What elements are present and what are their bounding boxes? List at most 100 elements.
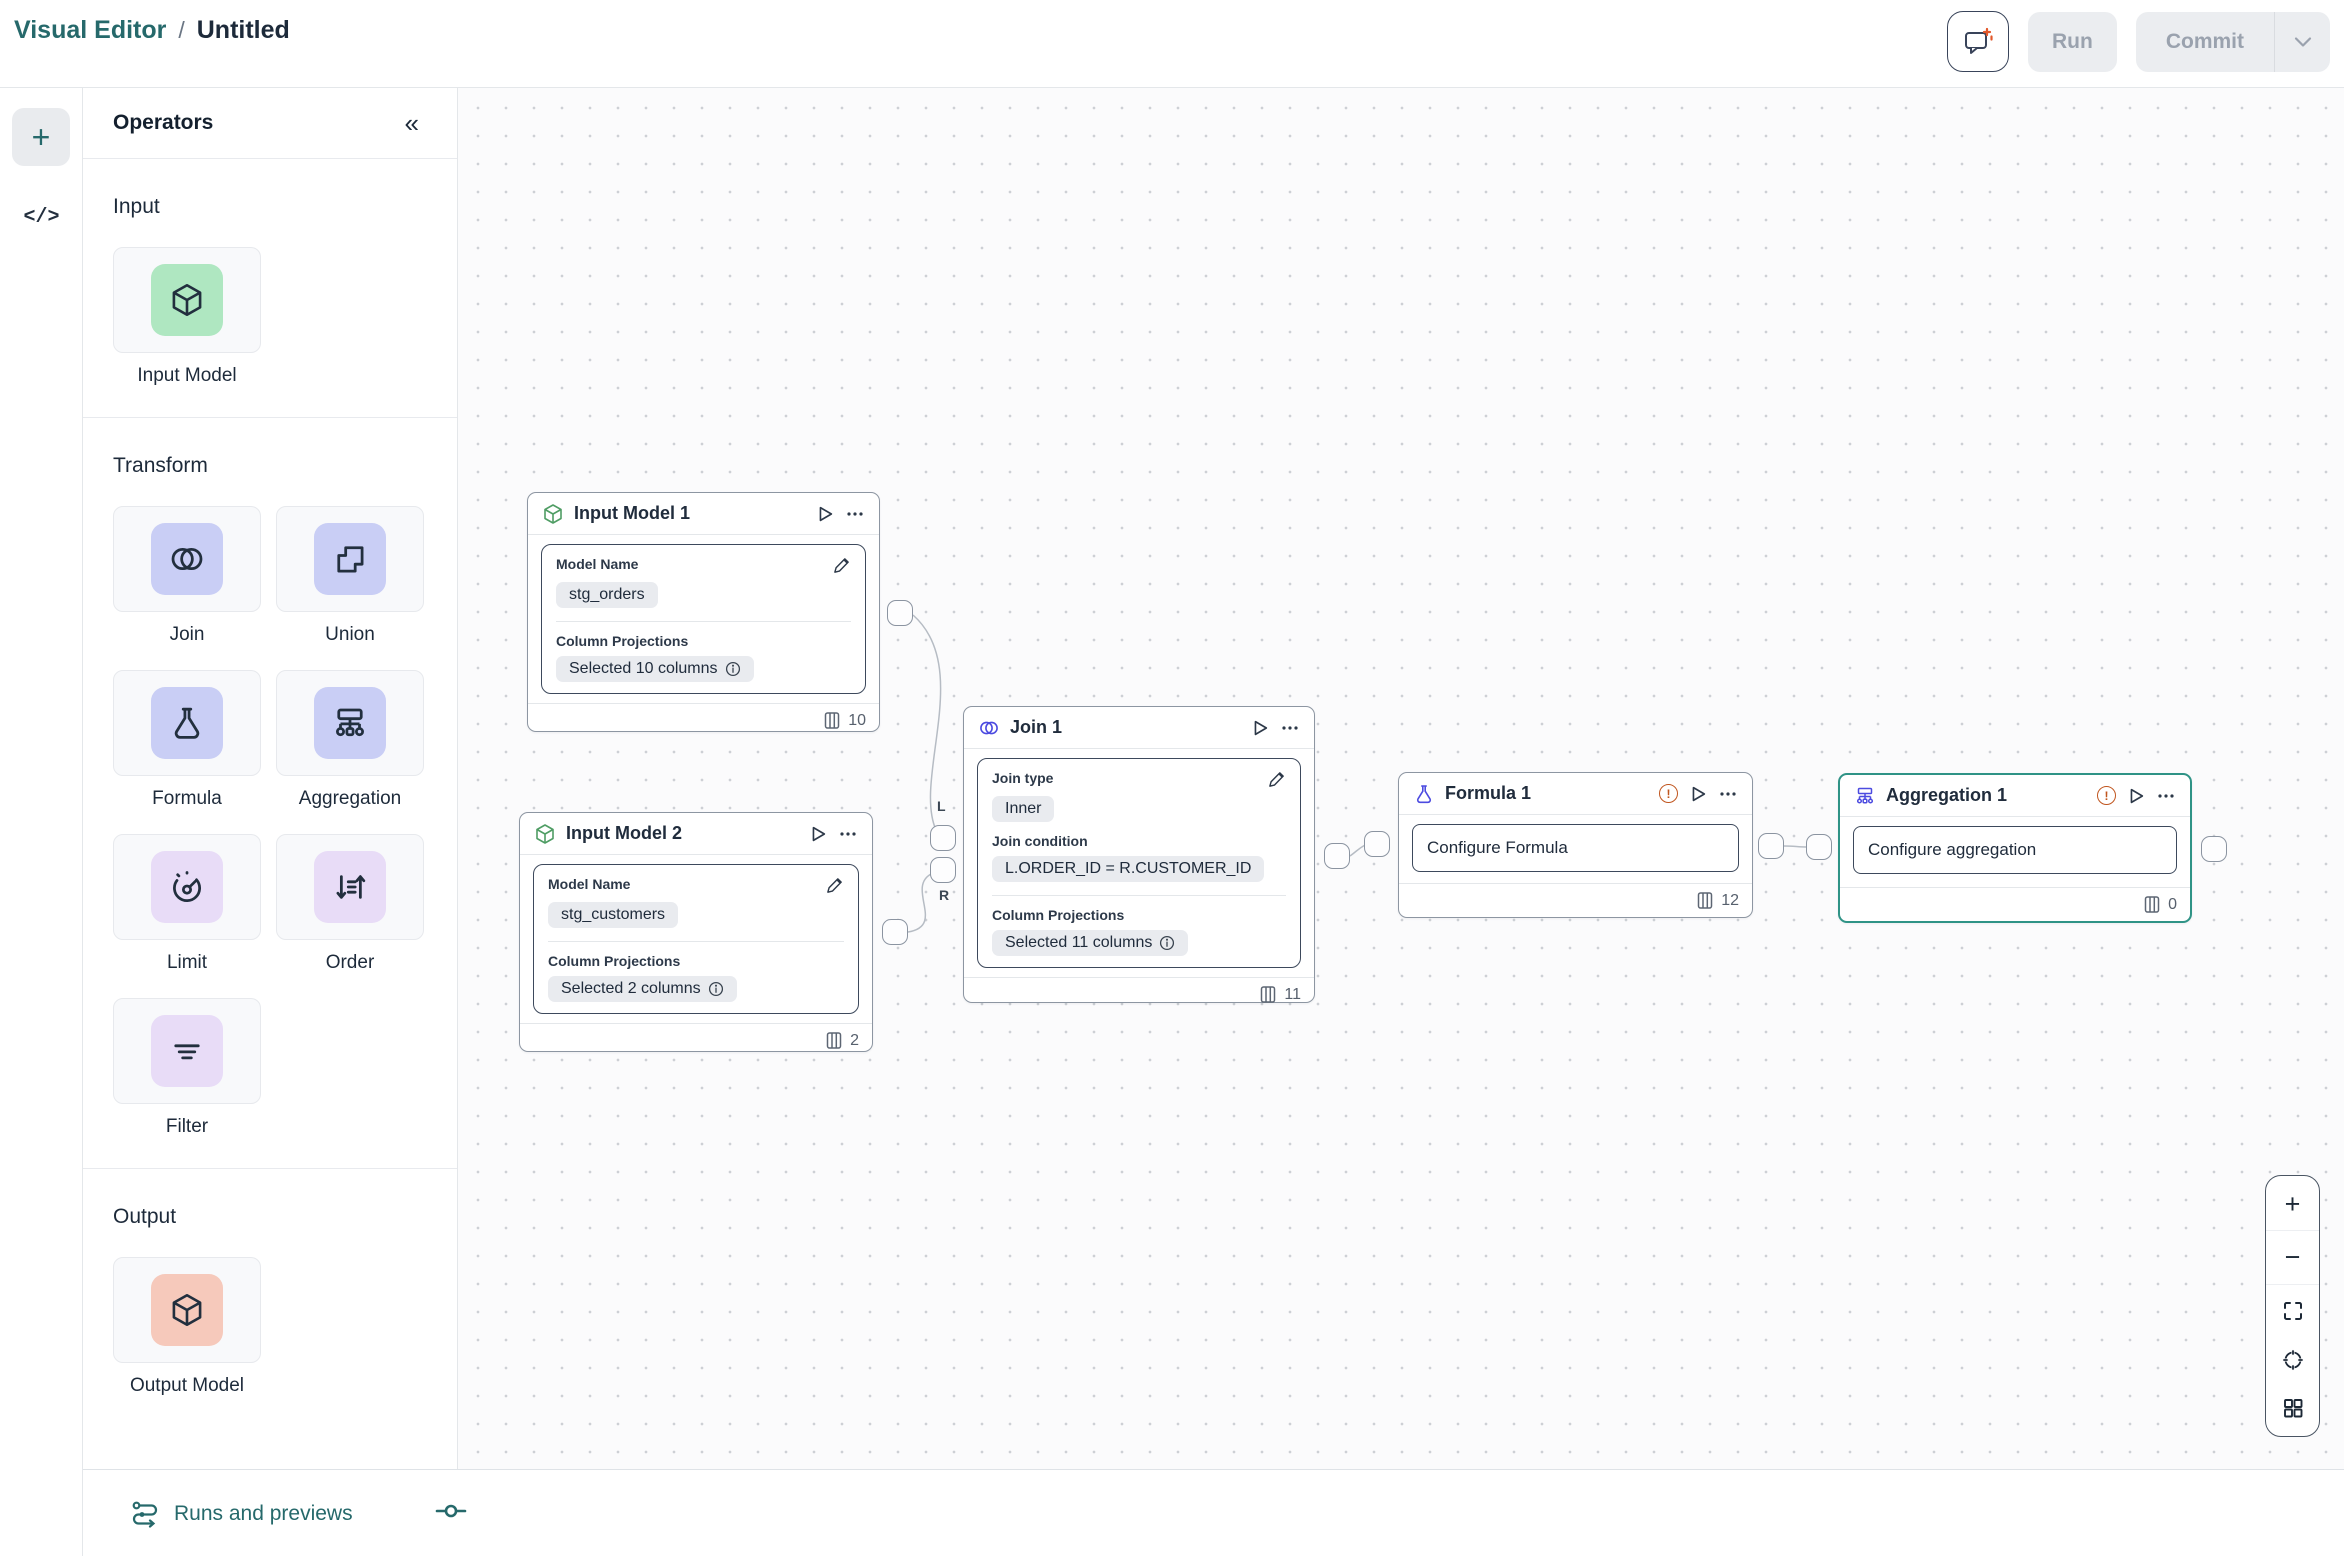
operator-aggregation-card[interactable] (276, 670, 424, 776)
commit-dropdown-button[interactable] (2274, 11, 2330, 72)
operators-panel-header: Operators « (83, 88, 457, 159)
operator-union: Union (276, 506, 424, 646)
operator-formula-card[interactable] (113, 670, 261, 776)
node-header[interactable]: Aggregation 1 ! (1840, 775, 2190, 817)
commit-button[interactable]: Commit (2136, 12, 2274, 72)
run-node-button[interactable] (2126, 786, 2146, 806)
node-input-model-2[interactable]: Input Model 2 Model Name (519, 812, 873, 1052)
center-view-button[interactable] (2266, 1338, 2319, 1382)
columns-icon (1259, 985, 1277, 1004)
operator-filter-card[interactable] (113, 998, 261, 1104)
port-input-model-1-output[interactable] (887, 600, 913, 626)
column-projections-label: Column Projections (556, 633, 689, 649)
configure-aggregation-button[interactable]: Configure aggregation (1853, 826, 2177, 874)
collapse-panel-button[interactable]: « (404, 108, 419, 138)
node-config-card: Model Name stg_orders Column Projections… (541, 544, 866, 694)
operator-output-model-card[interactable] (113, 1257, 261, 1363)
node-header[interactable]: Input Model 1 (528, 493, 879, 535)
zoom-in-button[interactable]: + (2266, 1182, 2319, 1226)
port-input-model-2-output[interactable] (882, 919, 908, 945)
fullscreen-icon (2281, 1299, 2305, 1323)
column-projections-chip[interactable]: Selected 11 columns (992, 930, 1189, 956)
runs-and-previews-toggle[interactable]: Runs and previews (130, 1470, 353, 1556)
operator-order: Order (276, 834, 424, 974)
operators-title: Operators (113, 111, 214, 134)
configure-formula-button[interactable]: Configure Formula (1412, 824, 1739, 872)
fit-view-button[interactable] (2266, 1289, 2319, 1333)
edit-pencil-icon[interactable] (1267, 770, 1286, 789)
port-join-left-input[interactable] (930, 825, 956, 851)
node-join-1[interactable]: Join 1 Join type Inner (963, 706, 1315, 1003)
union-icon (314, 523, 386, 595)
limit-gauge-icon (151, 851, 223, 923)
info-icon[interactable] (725, 661, 741, 677)
port-formula-output[interactable] (1758, 833, 1784, 859)
operator-limit: Limit (113, 834, 261, 974)
edit-pencil-icon[interactable] (832, 556, 851, 575)
operator-order-card[interactable] (276, 834, 424, 940)
column-count: 10 (848, 711, 866, 729)
ai-comment-button[interactable] (1947, 11, 2009, 72)
run-node-button[interactable] (1250, 718, 1270, 738)
operator-input-model-card[interactable] (113, 247, 261, 353)
info-icon[interactable] (708, 981, 724, 997)
node-menu-button[interactable] (1280, 718, 1300, 738)
section-output: Output Output Model (83, 1169, 457, 1427)
node-formula-1[interactable]: Formula 1 ! Configure Formula 12 (1398, 772, 1753, 918)
run-node-button[interactable] (808, 824, 828, 844)
zoom-out-button[interactable]: − (2266, 1236, 2319, 1280)
columns-icon (825, 1031, 843, 1050)
run-node-button[interactable] (1688, 784, 1708, 804)
comment-sparkle-icon (1961, 25, 1995, 59)
section-input-title: Input (113, 195, 160, 218)
formula-flask-icon (151, 687, 223, 759)
minimap-button[interactable] (2266, 1386, 2319, 1430)
join-condition-chip[interactable]: L.ORDER_ID = R.CUSTOMER_ID (992, 856, 1265, 882)
column-projections-value: Selected 10 columns (569, 660, 718, 677)
port-aggregation-output[interactable] (2201, 836, 2227, 862)
operator-join-card[interactable] (113, 506, 261, 612)
node-menu-button[interactable] (838, 824, 858, 844)
model-name-chip[interactable]: stg_orders (556, 582, 658, 608)
node-input-model-1[interactable]: Input Model 1 Model Name (527, 492, 880, 732)
operator-union-card[interactable] (276, 506, 424, 612)
breadcrumb-title[interactable]: Untitled (196, 16, 290, 44)
node-menu-button[interactable] (1718, 784, 1738, 804)
column-count: 0 (2168, 895, 2177, 913)
node-config-card: Join type Inner Join condition L.ORDER_I… (977, 758, 1301, 968)
code-view-button[interactable]: </> (0, 200, 83, 234)
run-node-button[interactable] (815, 504, 835, 524)
bottom-bar: Runs and previews (83, 1469, 2344, 1556)
node-aggregation-1[interactable]: Aggregation 1 ! Configure aggregation 0 (1838, 773, 2192, 923)
column-projections-chip[interactable]: Selected 2 columns (548, 976, 737, 1002)
edit-pencil-icon[interactable] (825, 876, 844, 895)
edge-inputmodel2-join-right (907, 873, 932, 933)
pin-panel-button[interactable] (433, 1496, 469, 1526)
cube-icon (151, 264, 223, 336)
node-header[interactable]: Join 1 (964, 707, 1314, 749)
model-name-chip[interactable]: stg_customers (548, 902, 679, 928)
port-join-output[interactable] (1324, 843, 1350, 869)
node-footer: 10 (528, 703, 879, 737)
run-button[interactable]: Run (2028, 11, 2117, 72)
column-count: 2 (850, 1031, 859, 1049)
breadcrumb-app-link[interactable]: Visual Editor (14, 16, 167, 44)
node-menu-button[interactable] (2156, 786, 2176, 806)
info-icon[interactable] (1159, 935, 1175, 951)
edge-join-formula (1349, 844, 1366, 857)
add-operator-button[interactable]: + (12, 108, 70, 166)
port-aggregation-input[interactable] (1806, 834, 1832, 860)
node-header[interactable]: Input Model 2 (520, 813, 872, 855)
join-type-chip[interactable]: Inner (992, 796, 1055, 822)
flow-canvas[interactable]: L R Input Model 1 (458, 88, 2344, 1469)
commit-node-icon (433, 1496, 469, 1526)
node-menu-button[interactable] (845, 504, 865, 524)
operator-limit-card[interactable] (113, 834, 261, 940)
operator-label: Input Model (137, 365, 237, 386)
node-header[interactable]: Formula 1 ! (1399, 773, 1752, 815)
breadcrumb-separator: / (178, 17, 185, 43)
column-projections-chip[interactable]: Selected 10 columns (556, 656, 754, 682)
port-join-right-input[interactable] (930, 857, 956, 883)
port-formula-input[interactable] (1364, 831, 1390, 857)
join-left-port-label: L (937, 798, 946, 814)
